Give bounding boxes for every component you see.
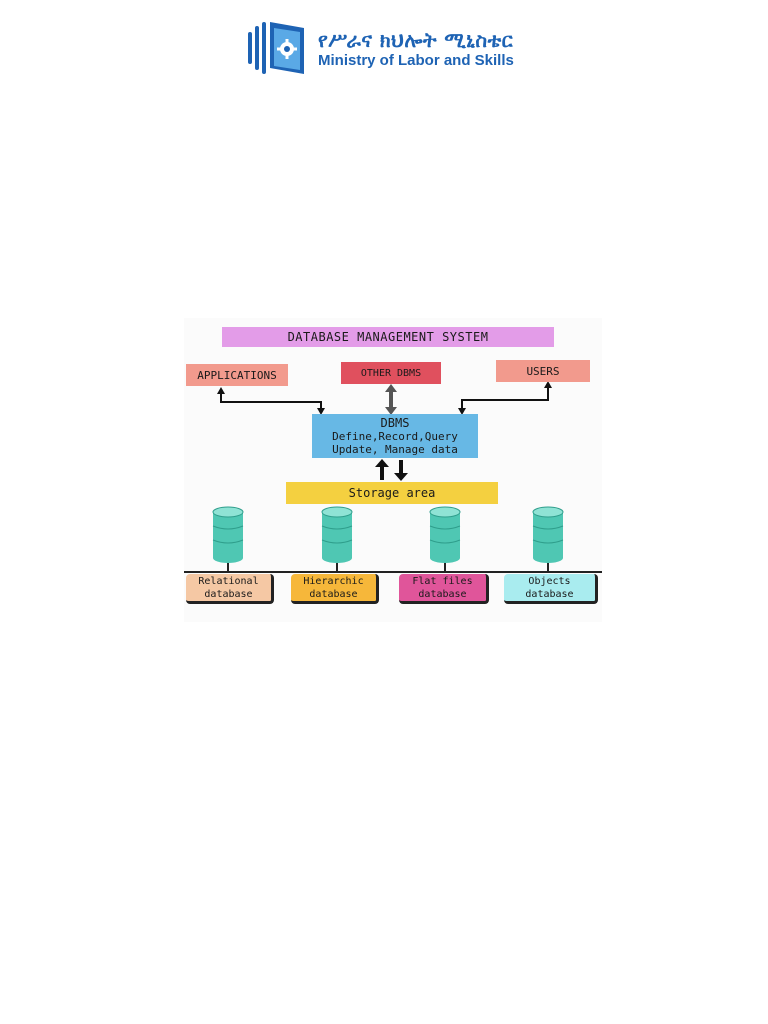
ministry-logo-icon bbox=[248, 22, 304, 74]
db-label-line: Hierarchic bbox=[303, 575, 364, 587]
db-label-line: Relational bbox=[198, 575, 259, 587]
dbms-functions-line2: Update, Manage data bbox=[332, 442, 458, 456]
applications-box: APPLICATIONS bbox=[186, 364, 288, 386]
org-name-english: Ministry of Labor and Skills bbox=[318, 52, 514, 69]
db-label-line: Objects bbox=[528, 575, 571, 587]
dbms-functions-line1: Define,Record,Query bbox=[332, 429, 458, 443]
dbms-box: DBMS Define,Record,Query Update, Manage … bbox=[312, 414, 478, 458]
db-label-line: database bbox=[204, 588, 253, 600]
other-dbms-box: OTHER DBMS bbox=[341, 362, 441, 384]
dbms-diagram: DATABASE MANAGEMENT SYSTEM APPLICATIONS … bbox=[184, 318, 602, 622]
dbms-title: DBMS bbox=[380, 415, 410, 430]
objects-database-label: Objects database bbox=[504, 574, 598, 604]
cylinder-icon-hierarchic bbox=[321, 506, 353, 572]
org-name-amharic: የሥራና ክህሎት ሚኒስቴር bbox=[318, 28, 514, 52]
cylinder-icon-relational bbox=[212, 506, 244, 572]
ministry-logo: የሥራና ክህሎት ሚኒስቴር Ministry of Labor and Sk… bbox=[246, 20, 526, 76]
cylinder-icon-objects bbox=[532, 506, 564, 572]
hierarchic-database-label: Hierarchic database bbox=[291, 574, 379, 604]
users-box: USERS bbox=[496, 360, 590, 382]
flat-files-database-label: Flat files database bbox=[399, 574, 489, 604]
db-label-line: database bbox=[525, 588, 574, 600]
relational-database-label: Relational database bbox=[186, 574, 274, 604]
db-label-line: database bbox=[309, 588, 358, 600]
storage-area-box: Storage area bbox=[286, 482, 498, 504]
db-label-line: database bbox=[418, 588, 467, 600]
diagram-connectors bbox=[184, 381, 602, 573]
db-label-line: Flat files bbox=[412, 575, 473, 587]
cylinder-icon-flat-files bbox=[429, 506, 461, 572]
diagram-title: DATABASE MANAGEMENT SYSTEM bbox=[222, 327, 554, 347]
